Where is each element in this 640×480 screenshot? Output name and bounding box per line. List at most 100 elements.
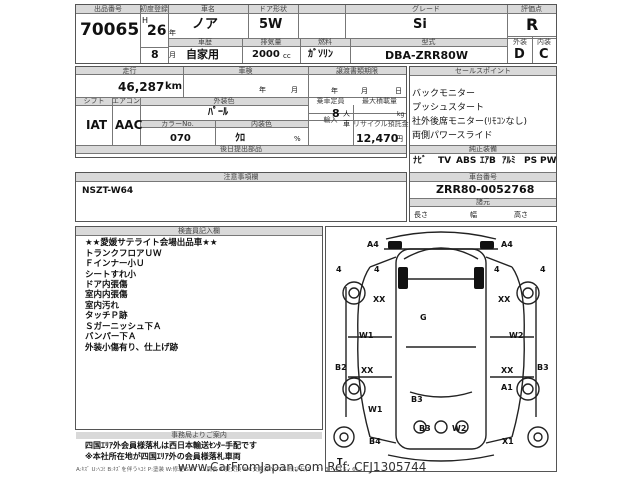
damage-mark: W1 <box>368 405 383 414</box>
damage-diagram <box>325 226 557 472</box>
damage-mark: XX <box>373 295 386 304</box>
inspector-line: シートすれ小 <box>85 270 137 280</box>
equipment-item: PW <box>540 156 557 166</box>
sales-point-item: プッシュスタート <box>412 103 485 113</box>
inspection-month-unit: 月 <box>291 86 298 94</box>
notes-label: 注意事項欄 <box>223 173 259 181</box>
interior-score-label: 内装 <box>537 38 551 46</box>
width-label: 幅 <box>470 211 477 219</box>
displacement: 2000 <box>252 49 280 60</box>
mileage-unit: km <box>165 81 183 92</box>
capacity-label: 乗車定員 <box>316 97 345 105</box>
inspector-line: Ｓガーニッシュ下Ａ <box>85 322 162 332</box>
inspection-year-unit: 年 <box>259 86 266 94</box>
damage-mark: 4 <box>374 265 380 274</box>
lot-number: 70065 <box>80 20 140 40</box>
aircon: AAC <box>115 118 143 132</box>
header-label-row <box>76 5 556 13</box>
interior-color: ｸﾛ <box>235 133 245 144</box>
sales-point-item: バックモニター <box>412 89 476 99</box>
registration-month: 8 <box>151 48 159 61</box>
transfer-month-unit: 月 <box>361 87 368 95</box>
model-code-label: 型式 <box>421 38 436 46</box>
max-load-label: 最大積載量 <box>362 97 397 105</box>
recycle-label: リサイクル預託金 <box>353 120 409 128</box>
office-notice-line: ※本社所在地が四国ｴﾘｱ外の会員様落札車両 <box>85 452 241 461</box>
inspector-line: バンパー下Ａ <box>85 332 137 342</box>
percent-unit: % <box>294 135 301 143</box>
fuel: ｶﾞｿﾘﾝ <box>308 49 333 60</box>
recycle-fee: 12,470 <box>356 132 399 145</box>
exterior-score: D <box>514 47 525 62</box>
inspector-label: 検査員記入欄 <box>178 227 220 235</box>
score-label: 評価点 <box>521 5 542 13</box>
import-label: 輸入 <box>323 116 338 124</box>
transfer-day-unit: 日 <box>395 87 402 95</box>
usage-label: 車歴 <box>198 38 212 46</box>
inspector-line: 外装小傷有り、仕上げ跡 <box>85 343 179 353</box>
damage-mark: A4 <box>501 240 513 249</box>
shift: IAT <box>86 118 108 132</box>
equipment-item: ｱﾙﾐ <box>502 156 516 166</box>
equipment-item: TV <box>438 156 452 166</box>
grade-label: グレード <box>412 5 440 13</box>
score: R <box>526 15 539 34</box>
era: H <box>142 16 149 25</box>
mileage-label: 走行 <box>122 67 137 75</box>
recycle-unit: 円 <box>396 135 403 143</box>
header-label-row-2 <box>168 38 507 46</box>
damage-mark: 4 <box>494 265 500 274</box>
damage-mark: G <box>420 313 427 322</box>
inspector-line: タッチＰ跡 <box>85 311 128 321</box>
car-name: ノア <box>192 17 219 32</box>
aircon-label: エアコン <box>112 97 140 105</box>
sales-points-box <box>409 66 557 222</box>
displacement-label: 排気量 <box>260 38 282 46</box>
fuel-label: 燃料 <box>318 38 332 46</box>
damage-mark: W2 <box>509 331 524 340</box>
damage-mark: B4 <box>369 437 381 446</box>
equipment-item: ﾅﾋﾞ <box>413 156 427 166</box>
damage-mark: 4 <box>540 265 546 274</box>
usage: 自家用 <box>186 48 219 61</box>
sales-point-item: 両側パワースライド <box>412 131 493 141</box>
shift-label: シフト <box>83 97 105 105</box>
damage-mark: B3 <box>419 424 431 433</box>
notes-text: NSZT-W64 <box>82 186 134 196</box>
damage-mark: T <box>337 457 343 466</box>
equipment-item: PS <box>524 156 538 166</box>
inspection-label: 車検 <box>238 67 253 75</box>
door-type: 5W <box>259 17 283 32</box>
exterior-color-label: 外装色 <box>213 97 235 105</box>
inspector-line: Ｆインナー小Ｕ <box>85 259 145 269</box>
damage-mark: B2 <box>335 363 347 372</box>
damage-legend: A:ｷｽﾞ U:ﾍｺﾐ B:ｷｽﾞを伴うﾍｺﾐ P:塗装 W:修理 S:ｻﾋﾞ … <box>76 467 358 473</box>
month-unit: 月 <box>169 51 176 59</box>
header-table <box>75 4 557 64</box>
office-notice-label: 事務局よりご案内 <box>171 431 227 439</box>
first-registration-label: 初度登録 <box>140 5 168 13</box>
transfer-deadline-label: 譲渡書類期限 <box>336 67 378 75</box>
details-table <box>75 66 407 158</box>
max-load-unit: kg <box>397 111 405 118</box>
dimensions-label: 諸元 <box>476 198 490 206</box>
inspector-line: トランクフロアＵＷ <box>85 249 162 259</box>
capacity: 8 <box>332 107 340 120</box>
displacement-unit: cc <box>283 52 291 60</box>
door-type-label: ドア形状 <box>259 5 287 13</box>
damage-mark: A1 <box>501 383 513 392</box>
car-name-label: 車名 <box>201 5 215 13</box>
exterior-color: ﾊﾟｰﾙ <box>208 107 228 118</box>
damage-mark: B3 <box>411 395 423 404</box>
watermark: www.CarFromJapan.com Ref: CFJ1305744 <box>178 460 427 474</box>
damage-mark: X1 <box>502 437 514 446</box>
mileage: 46,287 <box>118 80 165 94</box>
equipment-item: ABS <box>456 156 477 166</box>
height-label: 高さ <box>514 211 528 219</box>
damage-mark: W2 <box>452 424 467 433</box>
import-mark: 車 <box>343 120 350 128</box>
interior-score: C <box>539 47 549 62</box>
inspector-line: 室内汚れ <box>85 301 120 311</box>
equipment-item: ｴｱB <box>480 156 496 166</box>
office-notice-line: 四国ｴﾘｱ外会員様落札は西日本輸送ｾﾝﾀｰ手配です <box>85 441 257 450</box>
